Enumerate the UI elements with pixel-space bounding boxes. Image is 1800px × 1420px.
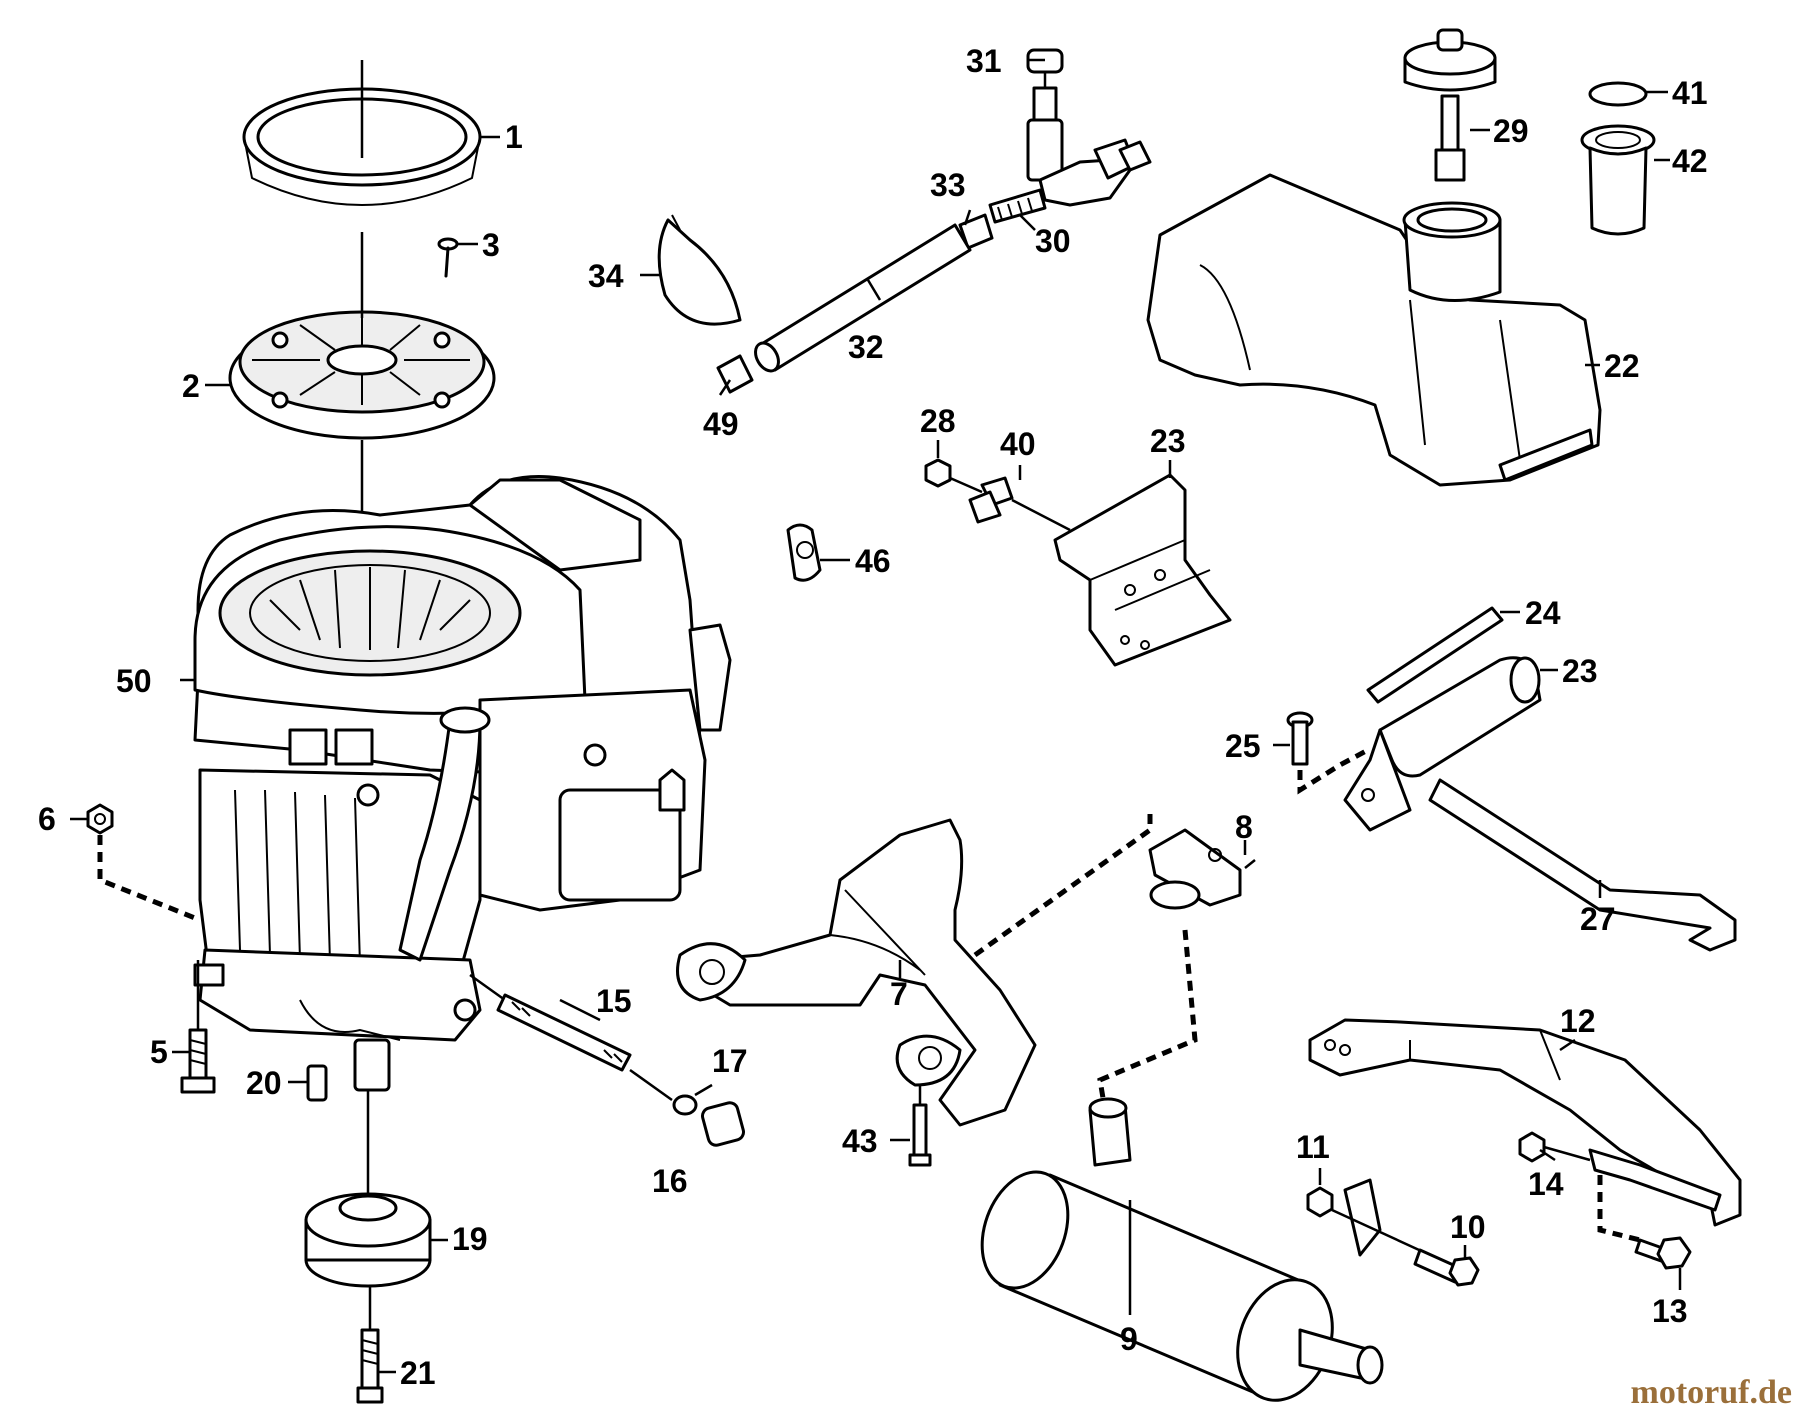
callout-9: 9 <box>1120 1321 1138 1357</box>
part-40-wing-nut <box>968 476 1014 524</box>
part-43-bolt <box>908 1085 932 1167</box>
part-41-ring <box>1588 81 1648 107</box>
part-17-o-ring <box>672 1094 698 1116</box>
part-10-bolt <box>1413 1248 1480 1287</box>
callout-32: 32 <box>848 329 884 365</box>
part-14-nut <box>1518 1131 1546 1163</box>
part-24-strip <box>1366 606 1504 704</box>
callout-19: 19 <box>452 1221 488 1257</box>
callout-1: 1 <box>505 119 523 155</box>
callout-23: 23 <box>1150 423 1186 459</box>
callout-23-lower: 23 <box>1562 653 1598 689</box>
part-30-fuel-valve <box>988 86 1152 224</box>
part-42-strainer <box>1580 124 1656 236</box>
part-28-nut <box>924 458 952 488</box>
callout-14: 14 <box>1528 1166 1564 1202</box>
part-32-fuel-hose <box>754 223 972 373</box>
callout-20: 20 <box>246 1065 282 1101</box>
callout-34: 34 <box>588 258 624 294</box>
callout-6: 6 <box>38 801 56 837</box>
callout-29: 29 <box>1493 113 1529 149</box>
part-8-clamp <box>1148 828 1242 910</box>
callout-21: 21 <box>400 1355 436 1391</box>
callout-2: 2 <box>182 368 200 404</box>
part-31-cap <box>1026 48 1064 88</box>
part-5-bolt <box>180 960 216 1094</box>
callout-40: 40 <box>1000 426 1036 462</box>
callout-33: 33 <box>930 167 966 203</box>
callout-11: 11 <box>1296 1129 1330 1165</box>
callout-25: 25 <box>1225 728 1261 764</box>
watermark: motoruf.de <box>1630 1374 1792 1411</box>
part-25-bolt <box>1286 711 1314 766</box>
callout-22: 22 <box>1604 348 1640 384</box>
callout-12: 12 <box>1560 1003 1596 1039</box>
part-6-nut <box>86 803 114 835</box>
callout-49: 49 <box>703 406 739 442</box>
part-16-drain-plug <box>700 1101 746 1147</box>
part-9-muffler <box>980 1097 1384 1402</box>
callout-31: 31 <box>966 43 1002 79</box>
part-3-screw <box>437 237 459 278</box>
callout-3: 3 <box>482 227 500 263</box>
callout-41: 41 <box>1672 75 1708 111</box>
part-23-bracket-upper <box>1053 473 1232 667</box>
part-11-nut <box>1306 1186 1334 1218</box>
part-27-rod <box>1428 778 1737 952</box>
callout-13: 13 <box>1652 1293 1688 1329</box>
callout-7: 7 <box>890 976 908 1012</box>
part-19-pulley <box>304 1090 432 1288</box>
callout-24: 24 <box>1525 595 1561 631</box>
callout-42: 42 <box>1672 143 1708 179</box>
part-34-cable-tie <box>657 214 742 326</box>
part-22-fuel-tank <box>1146 173 1602 487</box>
part-23-mount-lower <box>1343 656 1542 832</box>
part-50-engine <box>193 475 732 1092</box>
part-7-exhaust-pipe <box>676 818 1037 1127</box>
part-12-strap <box>1308 1018 1742 1227</box>
part-49-clamp <box>716 354 754 394</box>
callout-15: 15 <box>596 983 632 1019</box>
callout-43: 43 <box>842 1123 878 1159</box>
callout-27: 27 <box>1580 901 1616 937</box>
callout-46: 46 <box>855 543 891 579</box>
part-21-bolt <box>356 1285 384 1404</box>
callout-50: 50 <box>116 663 152 699</box>
callout-10: 10 <box>1450 1209 1486 1245</box>
callout-17: 17 <box>712 1043 748 1079</box>
part-12-clamp-plate <box>1588 1148 1722 1212</box>
part-2-air-cleaner-cover <box>228 310 496 440</box>
callout-8: 8 <box>1235 809 1253 845</box>
part-20-key <box>306 1064 328 1102</box>
callout-30: 30 <box>1035 223 1071 259</box>
part-15-stud <box>469 973 632 1072</box>
part-29-tank-cap <box>1403 28 1497 182</box>
part-46-clip <box>786 523 822 582</box>
part-13-bolt <box>1634 1236 1692 1270</box>
callout-28: 28 <box>920 403 956 439</box>
callout-5: 5 <box>150 1034 168 1070</box>
callout-leaders <box>70 58 1682 1374</box>
callout-labels: 1 3 2 50 6 5 20 19 21 15 17 16 31 30 33 … <box>38 43 1708 1391</box>
callout-16: 16 <box>652 1163 688 1199</box>
